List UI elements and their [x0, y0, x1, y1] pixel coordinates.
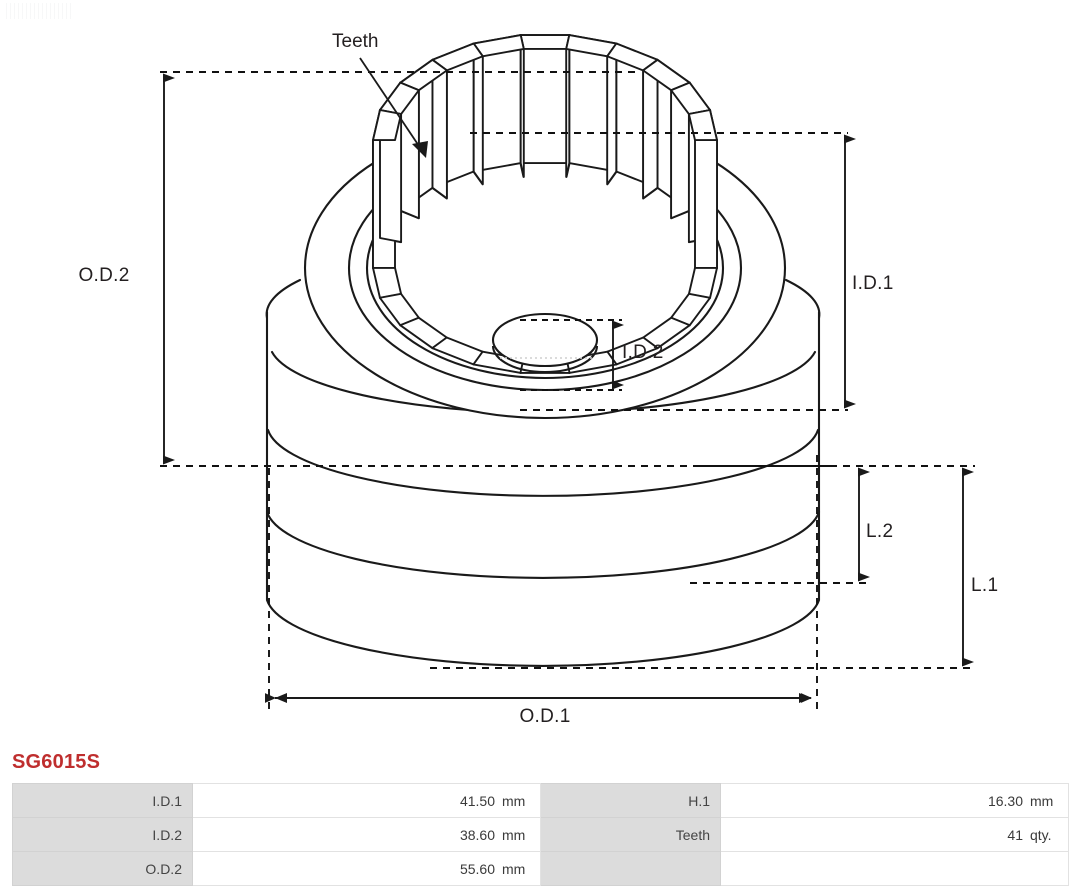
spline-teeth — [372, 34, 718, 374]
spec-block: SG6015S I.D.1 41.50 mm H.1 16.30 mm I.D.2 … — [0, 742, 1080, 886]
extension-lines — [160, 71, 975, 712]
dimension-id2-label: I.D.2 — [622, 342, 664, 363]
dimension-l2-label: L.2 — [866, 521, 893, 542]
id2-extension-lines — [520, 319, 622, 391]
table-row: I.D.2 38.60 mm Teeth 41 qty. — [12, 817, 1069, 852]
spec-value-od2: 55.60 mm — [192, 851, 541, 886]
part-code-title: SG6015S — [12, 751, 101, 773]
spec-unit-teeth: qty. — [1030, 826, 1052, 843]
gear-floor — [491, 312, 599, 374]
spec-value-od2-number: 55.60 — [459, 860, 495, 877]
table-row: O.D.2 55.60 mm — [12, 851, 1069, 886]
dimension-id1: I.D.1 — [844, 134, 894, 409]
spec-unit-id2: mm — [502, 826, 526, 843]
dimension-l1: L.1 — [962, 467, 998, 667]
dimension-id2: I.D.2 — [612, 320, 664, 390]
spec-value-teeth: 41 qty. — [720, 817, 1069, 852]
specification-table: I.D.1 41.50 mm H.1 16.30 mm I.D.2 38.60 mm … — [12, 783, 1069, 886]
dimension-l1-label: L.1 — [971, 575, 998, 596]
spec-unit-od2: mm — [502, 860, 526, 877]
spec-unit-h1: mm — [1030, 792, 1054, 809]
technical-drawing: O.D.2 I.D.1 I.D.2 L.2 L.1 — [78, 31, 998, 727]
spec-value-id2-number: 38.60 — [459, 826, 495, 843]
spec-label-id2: I.D.2 — [12, 817, 193, 852]
specification-table-body: I.D.1 41.50 mm H.1 16.30 mm I.D.2 38.60 mm … — [12, 783, 1069, 886]
dimension-l2: L.2 — [858, 467, 893, 582]
spec-value-empty — [720, 851, 1069, 886]
callout-teeth: Teeth — [332, 31, 428, 158]
callout-teeth-label: Teeth — [332, 31, 378, 52]
spec-label-teeth: Teeth — [540, 817, 721, 852]
dimension-od2-label: O.D.2 — [78, 265, 129, 286]
spec-label-od2: O.D.2 — [12, 851, 193, 886]
spec-value-id1-number: 41.50 — [459, 792, 495, 809]
spec-label-empty — [540, 851, 721, 886]
dimension-od1-label: O.D.1 — [519, 706, 570, 727]
callout-arrowhead — [412, 141, 428, 158]
dimension-id1-label: I.D.1 — [852, 273, 894, 294]
spec-value-h1-number: 16.30 — [987, 792, 1023, 809]
spec-value-id1: 41.50 mm — [192, 783, 541, 818]
spec-value-id2: 38.60 mm — [192, 817, 541, 852]
spec-label-h1: H.1 — [540, 783, 721, 818]
drawing-canvas: O.D.2 I.D.1 I.D.2 L.2 L.1 — [78, 31, 998, 727]
spec-value-h1: 16.30 mm — [720, 783, 1069, 818]
dimension-od1: O.D.1 — [265, 693, 812, 727]
table-row: I.D.1 41.50 mm H.1 16.30 mm — [12, 783, 1069, 818]
spec-label-id1: I.D.1 — [12, 783, 193, 818]
spec-value-teeth-number: 41 — [1007, 826, 1023, 843]
spec-unit-id1: mm — [502, 792, 526, 809]
dimension-od2: O.D.2 — [78, 73, 175, 465]
